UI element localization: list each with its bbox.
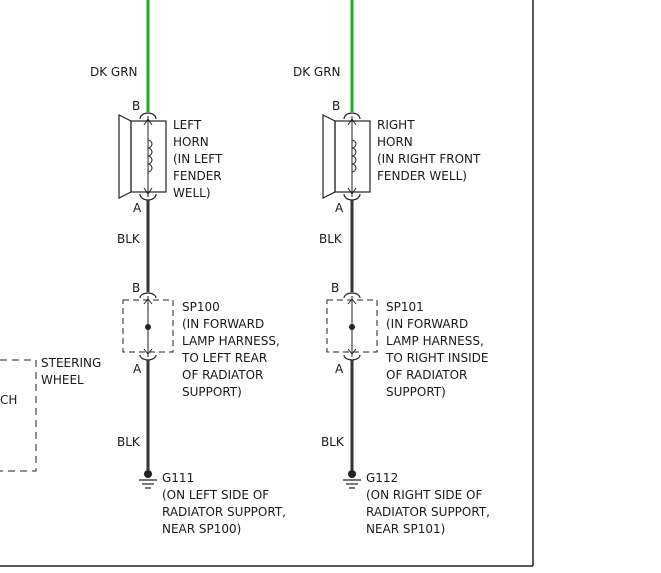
left-horn-pin-a: A [133,201,142,215]
left-wire-color-blk-upper: BLK [117,232,140,246]
left-splice-icon [122,292,174,361]
left-horn-label: LEFT HORN (IN LEFT FENDER WELL) [173,118,223,200]
steering-wheel-label: STEERING WHEEL [41,356,102,387]
right-horn-pin-a: A [335,201,344,215]
left-horn-pin-b: B [132,99,141,113]
left-ground-icon [139,470,157,489]
right-circuit [322,0,378,489]
right-splice-pin-b: B [331,281,340,295]
right-horn-icon [322,112,371,201]
left-splice-label: SP100 (IN FORWARD LAMP HARNESS, TO LEFT … [182,300,280,399]
left-ground-label: G111 (ON LEFT SIDE OF RADIATOR SUPPORT, … [162,471,286,536]
right-splice-pin-a: A [335,362,344,376]
partial-switch-label: CH [0,393,18,407]
right-horn-pin-b: B [332,99,341,113]
right-wire-color-blk-upper: BLK [319,232,342,246]
right-splice-label: SP101 (IN FORWARD LAMP HARNESS, TO RIGHT… [386,300,489,399]
right-ground-icon [343,470,361,489]
right-wire-color-dk-grn: DK GRN [293,65,341,79]
left-wire-color-dk-grn: DK GRN [90,65,138,79]
right-splice-icon [326,292,378,361]
left-wire-color-blk-lower: BLK [117,435,140,449]
right-ground-label: G112 (ON RIGHT SIDE OF RADIATOR SUPPORT,… [366,471,490,536]
right-horn-label: RIGHT HORN (IN RIGHT FRONT FENDER WELL) [377,118,481,183]
right-wire-color-blk-lower: BLK [321,435,344,449]
left-splice-pin-a: A [133,362,142,376]
left-horn-icon [118,112,167,201]
left-circuit [118,0,174,489]
left-splice-pin-b: B [132,281,141,295]
steering-wheel-outline [0,359,37,472]
